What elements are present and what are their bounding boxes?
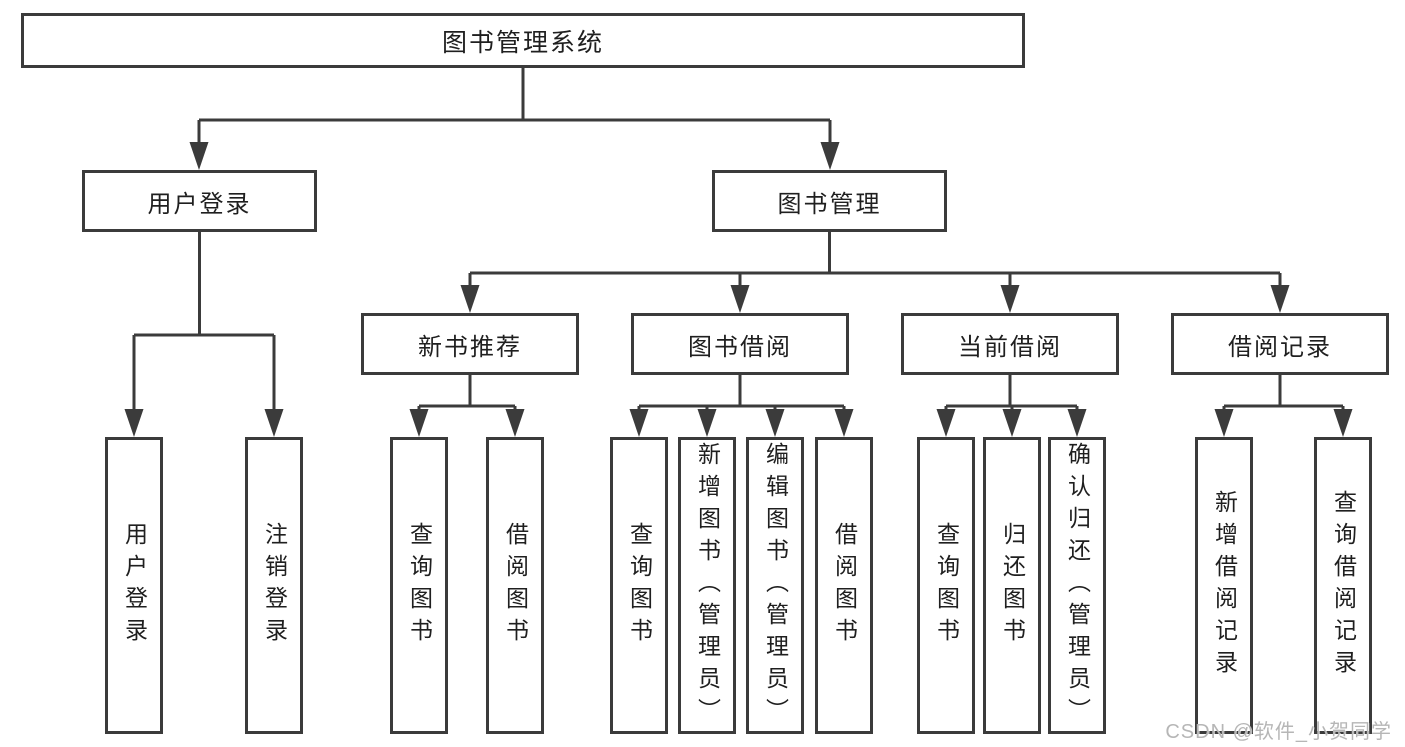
leaf-query-books-current: 查询图书 bbox=[917, 437, 975, 734]
csdn-watermark: CSDN @软件_小贺同学 bbox=[1165, 721, 1392, 743]
leaf-query-books-current-label: 查询图书 bbox=[933, 521, 960, 650]
leaf-user-login-label: 用户登录 bbox=[121, 521, 148, 650]
node-current-borrowing: 当前借阅 bbox=[901, 313, 1119, 375]
leaf-borrow-books-recommend-label: 借阅图书 bbox=[502, 521, 529, 650]
node-user-login-label: 用户登录 bbox=[147, 190, 252, 218]
leaf-add-book-admin-label: 新增图书（管理员） bbox=[694, 441, 721, 730]
node-book-management: 图书管理 bbox=[712, 170, 947, 232]
node-new-book-recommend: 新书推荐 bbox=[361, 313, 579, 375]
arrowheads bbox=[124, 142, 1353, 437]
node-book-borrowing-label: 图书借阅 bbox=[688, 333, 792, 361]
leaf-add-book-admin: 新增图书（管理员） bbox=[678, 437, 736, 734]
leaf-confirm-return-admin: 确认归还（管理员） bbox=[1048, 437, 1106, 734]
leaf-borrow-books-borrowing: 借阅图书 bbox=[815, 437, 873, 734]
leaf-borrow-books-recommend: 借阅图书 bbox=[486, 437, 544, 734]
node-new-book-recommend-label: 新书推荐 bbox=[418, 333, 522, 361]
leaf-query-books-recommend: 查询图书 bbox=[390, 437, 448, 734]
leaf-query-books-recommend-label: 查询图书 bbox=[406, 521, 433, 650]
leaf-edit-book-admin: 编辑图书（管理员） bbox=[746, 437, 804, 734]
node-borrowing-records: 借阅记录 bbox=[1171, 313, 1389, 375]
node-user-login: 用户登录 bbox=[82, 170, 317, 232]
leaf-return-book-label: 归还图书 bbox=[999, 521, 1026, 650]
leaf-confirm-return-admin-label: 确认归还（管理员） bbox=[1064, 441, 1091, 730]
leaf-query-books-borrowing: 查询图书 bbox=[610, 437, 668, 734]
node-book-borrowing: 图书借阅 bbox=[631, 313, 849, 375]
node-book-management-label: 图书管理 bbox=[777, 190, 882, 218]
leaf-user-login: 用户登录 bbox=[105, 437, 163, 734]
leaf-borrow-books-borrowing-label: 借阅图书 bbox=[831, 521, 858, 650]
leaf-query-borrow-record: 查询借阅记录 bbox=[1314, 437, 1372, 734]
leaf-return-book: 归还图书 bbox=[983, 437, 1041, 734]
leaf-edit-book-admin-label: 编辑图书（管理员） bbox=[762, 441, 789, 730]
leaf-query-books-borrowing-label: 查询图书 bbox=[626, 521, 653, 650]
leaf-query-borrow-record-label: 查询借阅记录 bbox=[1330, 489, 1357, 682]
node-current-borrowing-label: 当前借阅 bbox=[958, 333, 1062, 361]
leaf-logout: 注销登录 bbox=[245, 437, 303, 734]
node-borrowing-records-label: 借阅记录 bbox=[1228, 333, 1332, 361]
leaf-add-borrow-record: 新增借阅记录 bbox=[1195, 437, 1253, 734]
leaf-logout-label: 注销登录 bbox=[261, 521, 288, 650]
node-root-system: 图书管理系统 bbox=[21, 13, 1025, 68]
node-root-label: 图书管理系统 bbox=[441, 28, 604, 57]
leaf-add-borrow-record-label: 新增借阅记录 bbox=[1211, 489, 1238, 682]
